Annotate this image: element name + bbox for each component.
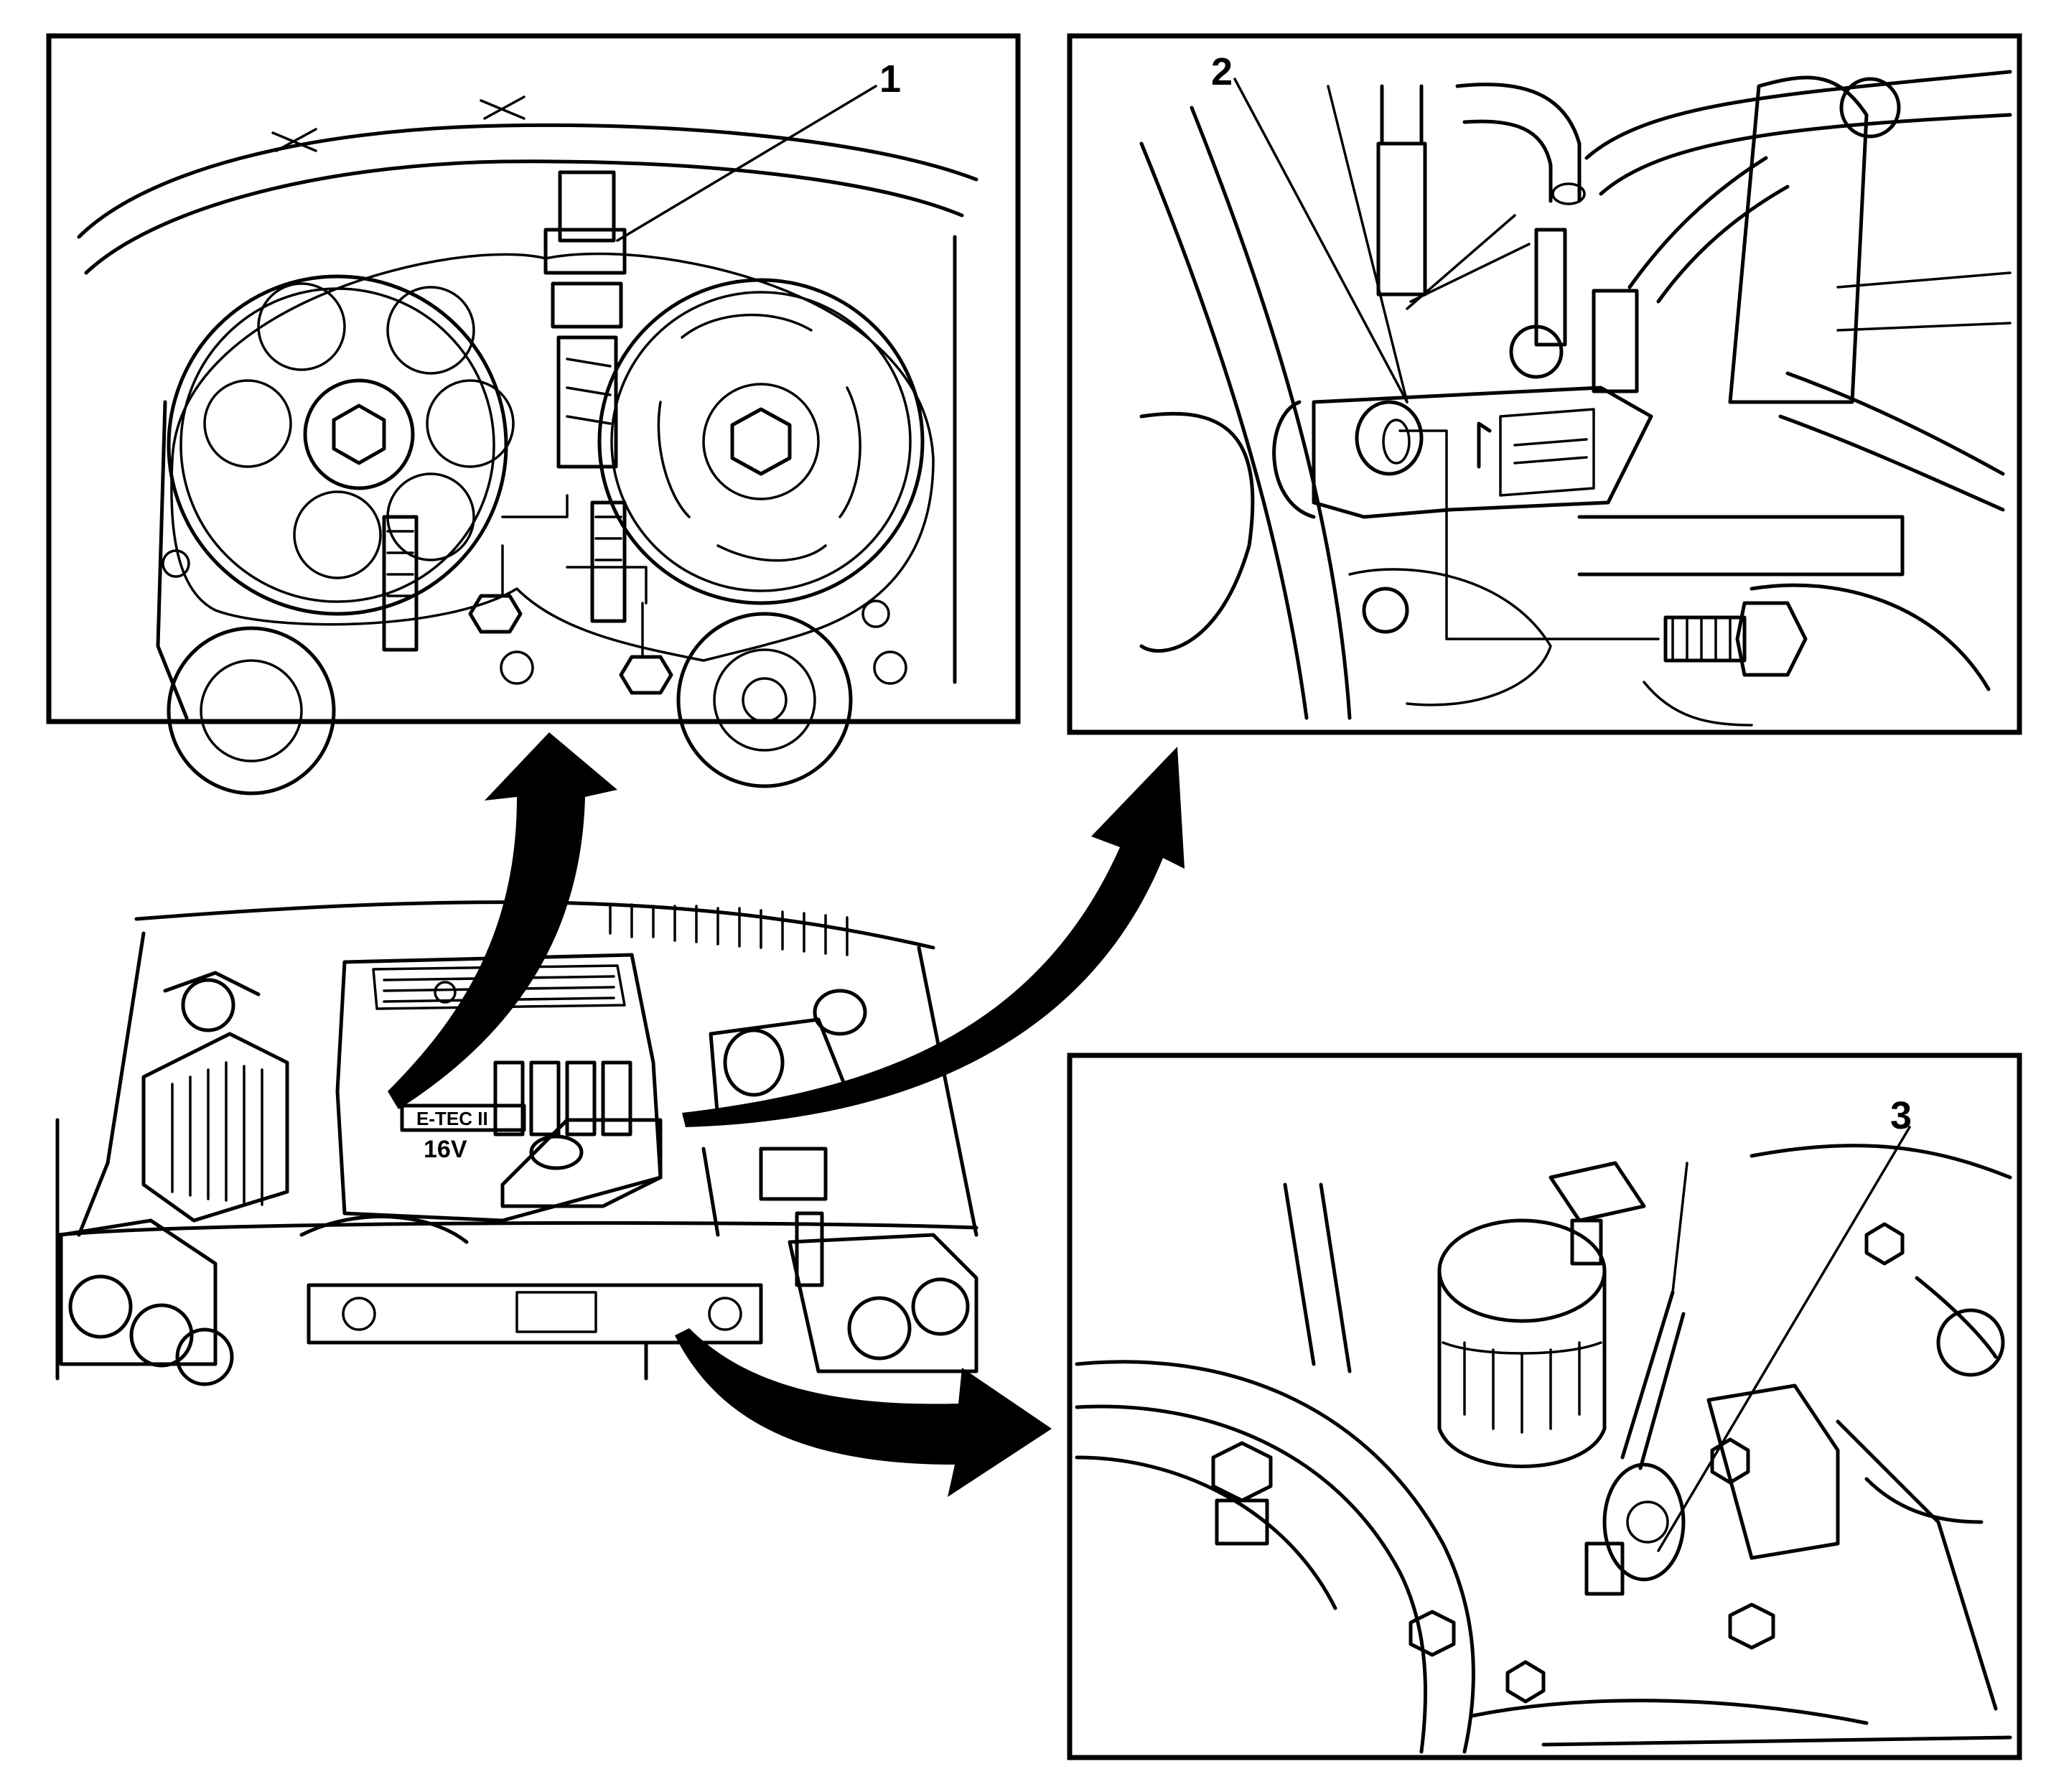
oil-filter-area-drawing bbox=[1075, 1144, 2012, 1754]
engine-cover: E-TEC II 16V bbox=[335, 953, 663, 1223]
callout-2: 2 bbox=[1211, 50, 1233, 93]
arrow-to-view-1 bbox=[388, 732, 617, 1109]
sensor-bracket-drawing bbox=[1139, 70, 2012, 727]
crankshaft-position-sensor bbox=[1584, 1162, 1688, 1596]
arrow-to-view-3 bbox=[675, 1328, 1052, 1497]
right-camshaft-gear bbox=[597, 278, 925, 605]
engine-badge-valves: 16V bbox=[424, 1136, 467, 1163]
fuse-box bbox=[141, 1032, 289, 1223]
engine-badge-plate bbox=[400, 1103, 526, 1132]
left-camshaft-gear bbox=[167, 274, 515, 616]
pointer-arrows bbox=[388, 732, 1185, 1497]
bracket-bolt bbox=[1663, 601, 1808, 677]
callout-2-leader bbox=[1233, 78, 1409, 403]
callout-1-leader bbox=[616, 85, 877, 242]
engine-badge-brand: E-TEC II bbox=[416, 1108, 488, 1129]
detail-view-3: 3 bbox=[1067, 1053, 2022, 1760]
detail-view-1-frame bbox=[46, 33, 1021, 724]
bolt-left bbox=[1211, 1441, 1273, 1503]
timing-gears-drawing bbox=[77, 95, 978, 795]
reservoir-cap bbox=[723, 1028, 785, 1097]
arrow-to-view-2 bbox=[682, 747, 1185, 1127]
lower-pulleys bbox=[167, 612, 853, 795]
detail-view-3-frame bbox=[1067, 1053, 2022, 1760]
oil-filter bbox=[1437, 1218, 1607, 1468]
detail-view-2: 2 bbox=[1067, 33, 2022, 735]
callout-3-leader bbox=[1657, 1126, 1911, 1552]
oil-filler-cap bbox=[529, 1134, 584, 1170]
mounting-bolts bbox=[382, 494, 673, 695]
callout-3: 3 bbox=[1890, 1094, 1912, 1137]
detail-view-2-frame bbox=[1067, 33, 2022, 735]
callout-1: 1 bbox=[879, 57, 901, 101]
camshaft-position-sensor bbox=[543, 170, 627, 469]
detail-view-1: 1 bbox=[46, 33, 1021, 795]
